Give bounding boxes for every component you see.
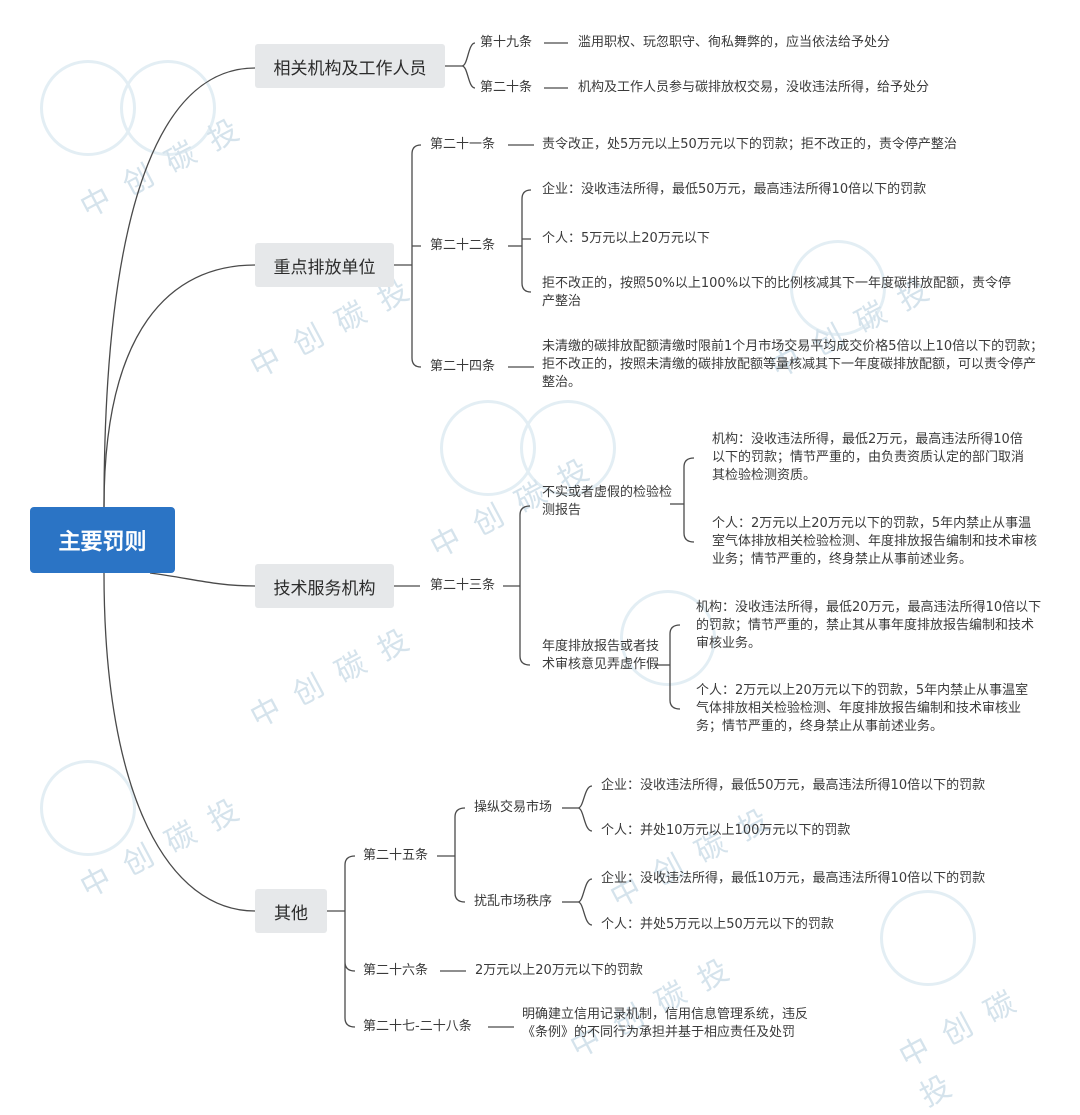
- connector-c1-fork: [683, 457, 695, 543]
- watermark-ring: [620, 590, 716, 686]
- article-24-label[interactable]: 第二十四条: [430, 359, 496, 374]
- connector-lines: [103, 42, 695, 1028]
- mind-map: 中创碳投 中创碳投 中创碳投 中创碳投 中创碳投 中创碳投 中创碳投 中创碳投 …: [30, 35, 1044, 1114]
- connector-root-b4: [103, 572, 256, 912]
- branch-key-emitters[interactable]: 重点排放单位: [255, 243, 394, 287]
- watermark-ring: [120, 60, 216, 156]
- article-19-text: 滥用职权、玩忽职守、徇私舞弊的，应当依法给予处分: [578, 35, 891, 50]
- article-26-text: 2万元以上20万元以下的罚款: [475, 963, 643, 978]
- market-disruption-company: 企业：没收违法所得，最低10万元，最高违法所得10倍以下的罚款: [601, 871, 986, 886]
- connector-root-b3: [149, 572, 256, 587]
- falsified-audit-label[interactable]: 年度排放报告或者技术审核意见弄虚作假: [542, 639, 660, 672]
- article-25-label[interactable]: 第二十五条: [363, 848, 429, 863]
- falsified-audit-person: 个人：2万元以上20万元以下的罚款，5年内禁止从事温室气体排放相关检验检测、年度…: [696, 683, 1029, 734]
- article-22-company: 企业：没收违法所得，最低50万元，最高违法所得10倍以下的罚款: [542, 182, 927, 197]
- connector-b2-fork: [411, 144, 422, 368]
- branch-related-institutions[interactable]: 相关机构及工作人员: [255, 44, 445, 88]
- watermark-ring: [880, 890, 976, 986]
- market-manipulation-company: 企业：没收违法所得，最低50万元，最高违法所得10倍以下的罚款: [601, 778, 986, 793]
- connector-root-b2: [103, 264, 256, 508]
- branch-other[interactable]: 其他: [255, 889, 327, 933]
- falsified-audit-org: 机构：没收违法所得，最低20万元，最高违法所得10倍以下的罚款；情节严重的，禁止…: [696, 600, 1042, 651]
- false-report-person: 个人：2万元以上20万元以下的罚款，5年内禁止从事温室气体排放相关检验检测、年度…: [712, 516, 1038, 567]
- connector-m1-fork: [577, 785, 593, 832]
- market-disruption-person: 个人：并处5万元以上50万元以下的罚款: [601, 917, 834, 932]
- false-report-label[interactable]: 不实或者虚假的检验检测报告: [542, 485, 673, 518]
- article-24-text: 未清缴的碳排放配额清缴时限前1个月市场交易平均成交价格5倍以上10倍以下的罚款；…: [542, 339, 1044, 390]
- connector-b1-fork: [461, 42, 476, 89]
- connector-b4-fork: [344, 855, 356, 1028]
- connector-c2-fork: [669, 624, 681, 710]
- article-21-text: 责令改正，处5万元以上50万元以下的罚款；拒不改正的，责令停产整治: [542, 137, 957, 152]
- article-27-28-text: 明确建立信用记录机制，信用信息管理系统，违反《条例》的不同行为承担并基于相应责任…: [522, 1007, 809, 1040]
- watermark-ring: [520, 400, 616, 496]
- connector-root-b1: [103, 67, 256, 508]
- connector-a23-fork: [519, 505, 531, 666]
- watermark-ring: [40, 760, 136, 856]
- connector-a22-fork: [521, 189, 532, 293]
- watermark-ring: [790, 240, 886, 336]
- article-26-label[interactable]: 第二十六条: [363, 963, 429, 978]
- article-19-label[interactable]: 第十九条: [480, 35, 533, 50]
- article-22-refuse: 拒不改正的，按照50%以上100%以下的比例核减其下一年度碳排放配额，责令停产整…: [542, 276, 1012, 309]
- article-20-text: 机构及工作人员参与碳排放权交易，没收违法所得，给予处分: [578, 80, 930, 95]
- article-23-label[interactable]: 第二十三条: [430, 578, 496, 593]
- article-21-label[interactable]: 第二十一条: [430, 137, 496, 152]
- article-22-label[interactable]: 第二十二条: [430, 238, 496, 253]
- branch-tech-service[interactable]: 技术服务机构: [255, 564, 394, 608]
- article-22-person: 个人：5万元以上20万元以下: [542, 231, 710, 246]
- false-report-org: 机构：没收违法所得，最低2万元，最高违法所得10倍以下的罚款；情节严重的，由负责…: [712, 432, 1025, 483]
- connector-m2-fork: [577, 878, 593, 926]
- market-disruption-label[interactable]: 扰乱市场秩序: [474, 894, 553, 909]
- market-manipulation-person: 个人：并处10万元以上100万元以下的罚款: [601, 823, 851, 838]
- article-27-28-label[interactable]: 第二十七-二十八条: [363, 1019, 472, 1034]
- market-manipulation-label[interactable]: 操纵交易市场: [474, 800, 553, 815]
- root-node[interactable]: 主要罚则: [30, 507, 175, 573]
- connector-a25-fork: [454, 807, 466, 903]
- article-20-label[interactable]: 第二十条: [480, 80, 533, 95]
